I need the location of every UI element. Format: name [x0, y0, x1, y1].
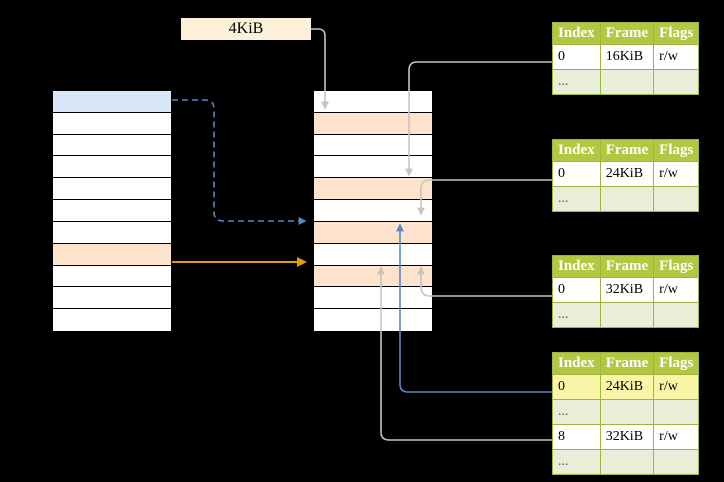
virtual-page-row-9	[53, 287, 171, 310]
page-table-3-r1-c1	[599, 302, 655, 328]
page-table-4-row: ...	[552, 399, 700, 425]
physical-frame-row-8	[314, 265, 432, 288]
page-table-2-row: ...	[552, 186, 700, 212]
page-table-4-header-2: Flags	[653, 352, 700, 375]
physical-memory-column	[313, 90, 433, 331]
page-table-3-r0-c0: 0	[552, 277, 601, 303]
page-table-4-header-0: Index	[552, 352, 601, 375]
page-table-1-r1-c0: ...	[552, 69, 601, 95]
virtual-page-row-7	[53, 243, 171, 266]
physical-frame-row-3	[314, 156, 432, 179]
virtual-page-row-3	[53, 156, 171, 179]
label-box-4kib: 4KiB	[181, 18, 311, 40]
page-table-2-r0-c1: 24KiB	[599, 161, 655, 187]
page-table-1-r0-c1: 16KiB	[599, 44, 655, 70]
page-table-1-r1-c2	[653, 69, 700, 95]
page-table-4-r2-c0: 8	[552, 424, 601, 450]
physical-frame-row-10	[314, 309, 432, 331]
page-table-3-header-2: Flags	[653, 255, 700, 278]
page-table-3-r1-c0: ...	[552, 302, 601, 328]
page-table-2-r1-c2	[653, 186, 700, 212]
virtual-page-row-4	[53, 178, 171, 201]
virtual-page-row-1	[53, 112, 171, 135]
physical-frame-row-0	[314, 91, 432, 113]
virtual-page-row-5	[53, 200, 171, 222]
page-table-4-r1-c0: ...	[552, 399, 601, 425]
page-table-1-header-0: Index	[552, 22, 601, 45]
page-table-4-r2-c1: 32KiB	[599, 424, 655, 450]
wire-table2-to-physical6	[417, 179, 552, 216]
physical-frame-row-7	[314, 243, 432, 266]
page-table-4-r1-c2	[653, 399, 700, 425]
virtual-page-row-6	[53, 221, 171, 244]
page-table-4-r0-c1: 24KiB	[599, 374, 655, 400]
page-table-4-r2-c2: r/w	[653, 424, 700, 450]
physical-frame-row-6	[314, 221, 432, 244]
page-table-4-r0-c2: r/w	[653, 374, 700, 400]
page-table-2-header-2: Flags	[653, 139, 700, 162]
physical-frame-row-9	[314, 287, 432, 310]
page-table-3-r1-c2	[653, 302, 700, 328]
page-table-2-r1-c1	[599, 186, 655, 212]
page-table-4-r3-c2	[653, 449, 700, 475]
label-box-text: 4KiB	[228, 20, 264, 37]
wire-virtual0-to-physical6	[172, 99, 307, 225]
page-table-1-r1-c1	[599, 69, 655, 95]
page-table-1-row: ...	[552, 69, 700, 95]
page-table-4-row: ...	[552, 449, 700, 475]
virtual-page-row-10	[53, 309, 171, 331]
page-table-1-header-1: Frame	[599, 22, 655, 45]
physical-frame-row-2	[314, 134, 432, 157]
physical-frame-row-5	[314, 200, 432, 222]
page-table-4-r1-c1	[599, 399, 655, 425]
virtual-page-row-2	[53, 134, 171, 157]
page-table-4-r0-c0: 0	[552, 374, 601, 400]
page-table-3-header-1: Frame	[599, 255, 655, 278]
page-table-2-r0-c2: r/w	[653, 161, 700, 187]
page-table-2-header-0: Index	[552, 139, 601, 162]
page-table-3-row: ...	[552, 302, 700, 328]
page-table-4-header-1: Frame	[599, 352, 655, 375]
virtual-address-space-column	[52, 90, 172, 331]
physical-frame-row-1	[314, 112, 432, 135]
page-table-3-r0-c1: 32KiB	[599, 277, 655, 303]
page-table-2-header-1: Frame	[599, 139, 655, 162]
page-table-1-r0-c0: 0	[552, 44, 601, 70]
page-table-2-r1-c0: ...	[552, 186, 601, 212]
page-table-3-r0-c2: r/w	[653, 277, 700, 303]
page-table-3-header-0: Index	[552, 255, 601, 278]
virtual-page-row-0	[53, 91, 171, 113]
virtual-page-row-8	[53, 265, 171, 288]
page-table-1-r0-c2: r/w	[653, 44, 700, 70]
physical-frame-row-4	[314, 178, 432, 201]
page-table-4-r3-c0: ...	[552, 449, 601, 475]
page-table-1-header-2: Flags	[653, 22, 700, 45]
page-table-2-r0-c0: 0	[552, 161, 601, 187]
wire-table3-to-physical8	[417, 266, 552, 297]
page-table-4-r3-c1	[599, 449, 655, 475]
